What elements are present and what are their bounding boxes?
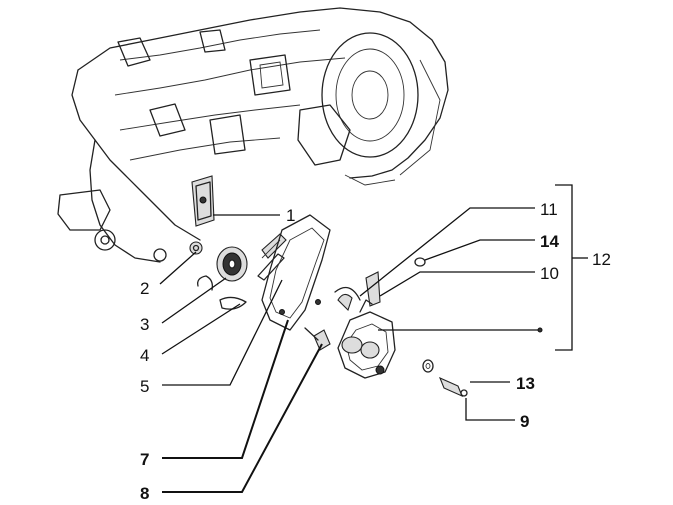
part-3-gear	[216, 246, 248, 282]
callout-4: 4	[140, 346, 149, 365]
callout-labels: 1 2 3 4 5 7 8 9 10 11 12 13 14	[140, 200, 611, 503]
part-14-pin	[414, 257, 426, 267]
callout-9: 9	[520, 412, 529, 431]
part-9-screw	[438, 376, 468, 398]
callout-5: 5	[140, 377, 149, 396]
callout-14: 14	[540, 232, 559, 251]
part-2-nut	[189, 241, 203, 255]
part-4-clip	[197, 275, 247, 310]
callout-1: 1	[286, 206, 295, 225]
callout-11: 11	[540, 200, 558, 219]
oil-pump-assembly	[334, 271, 396, 379]
callout-7: 7	[140, 450, 149, 469]
part-13-washer	[422, 359, 434, 373]
gasket-cover	[261, 214, 331, 331]
crankcase-housing	[57, 7, 449, 263]
callout-8: 8	[140, 484, 149, 503]
callout-12: 12	[592, 250, 611, 269]
callout-2: 2	[140, 279, 149, 298]
part-1-bracket	[191, 175, 215, 227]
callout-13: 13	[516, 374, 535, 393]
callout-10: 10	[540, 264, 559, 283]
part-8-bolt	[304, 327, 331, 351]
leader-lines	[159, 184, 588, 493]
callout-3: 3	[140, 315, 149, 334]
part-5-shaft	[257, 233, 287, 281]
